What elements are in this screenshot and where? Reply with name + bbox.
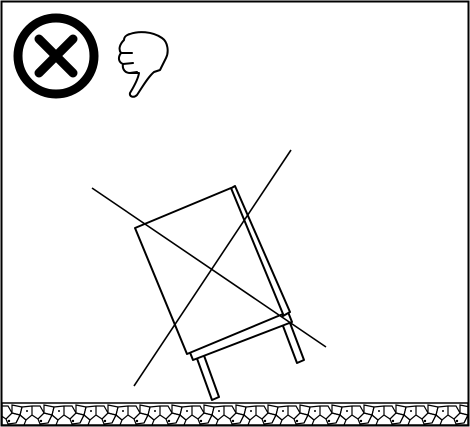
- thumbs-down-icon: [117, 31, 169, 98]
- cabinet-front: [134, 187, 284, 355]
- tilted-cabinet-on-legs: [134, 185, 305, 401]
- circle-x-icon: [13, 13, 99, 99]
- cross-out-lines: [91, 149, 327, 387]
- gravel-ground-strip: [1, 402, 469, 426]
